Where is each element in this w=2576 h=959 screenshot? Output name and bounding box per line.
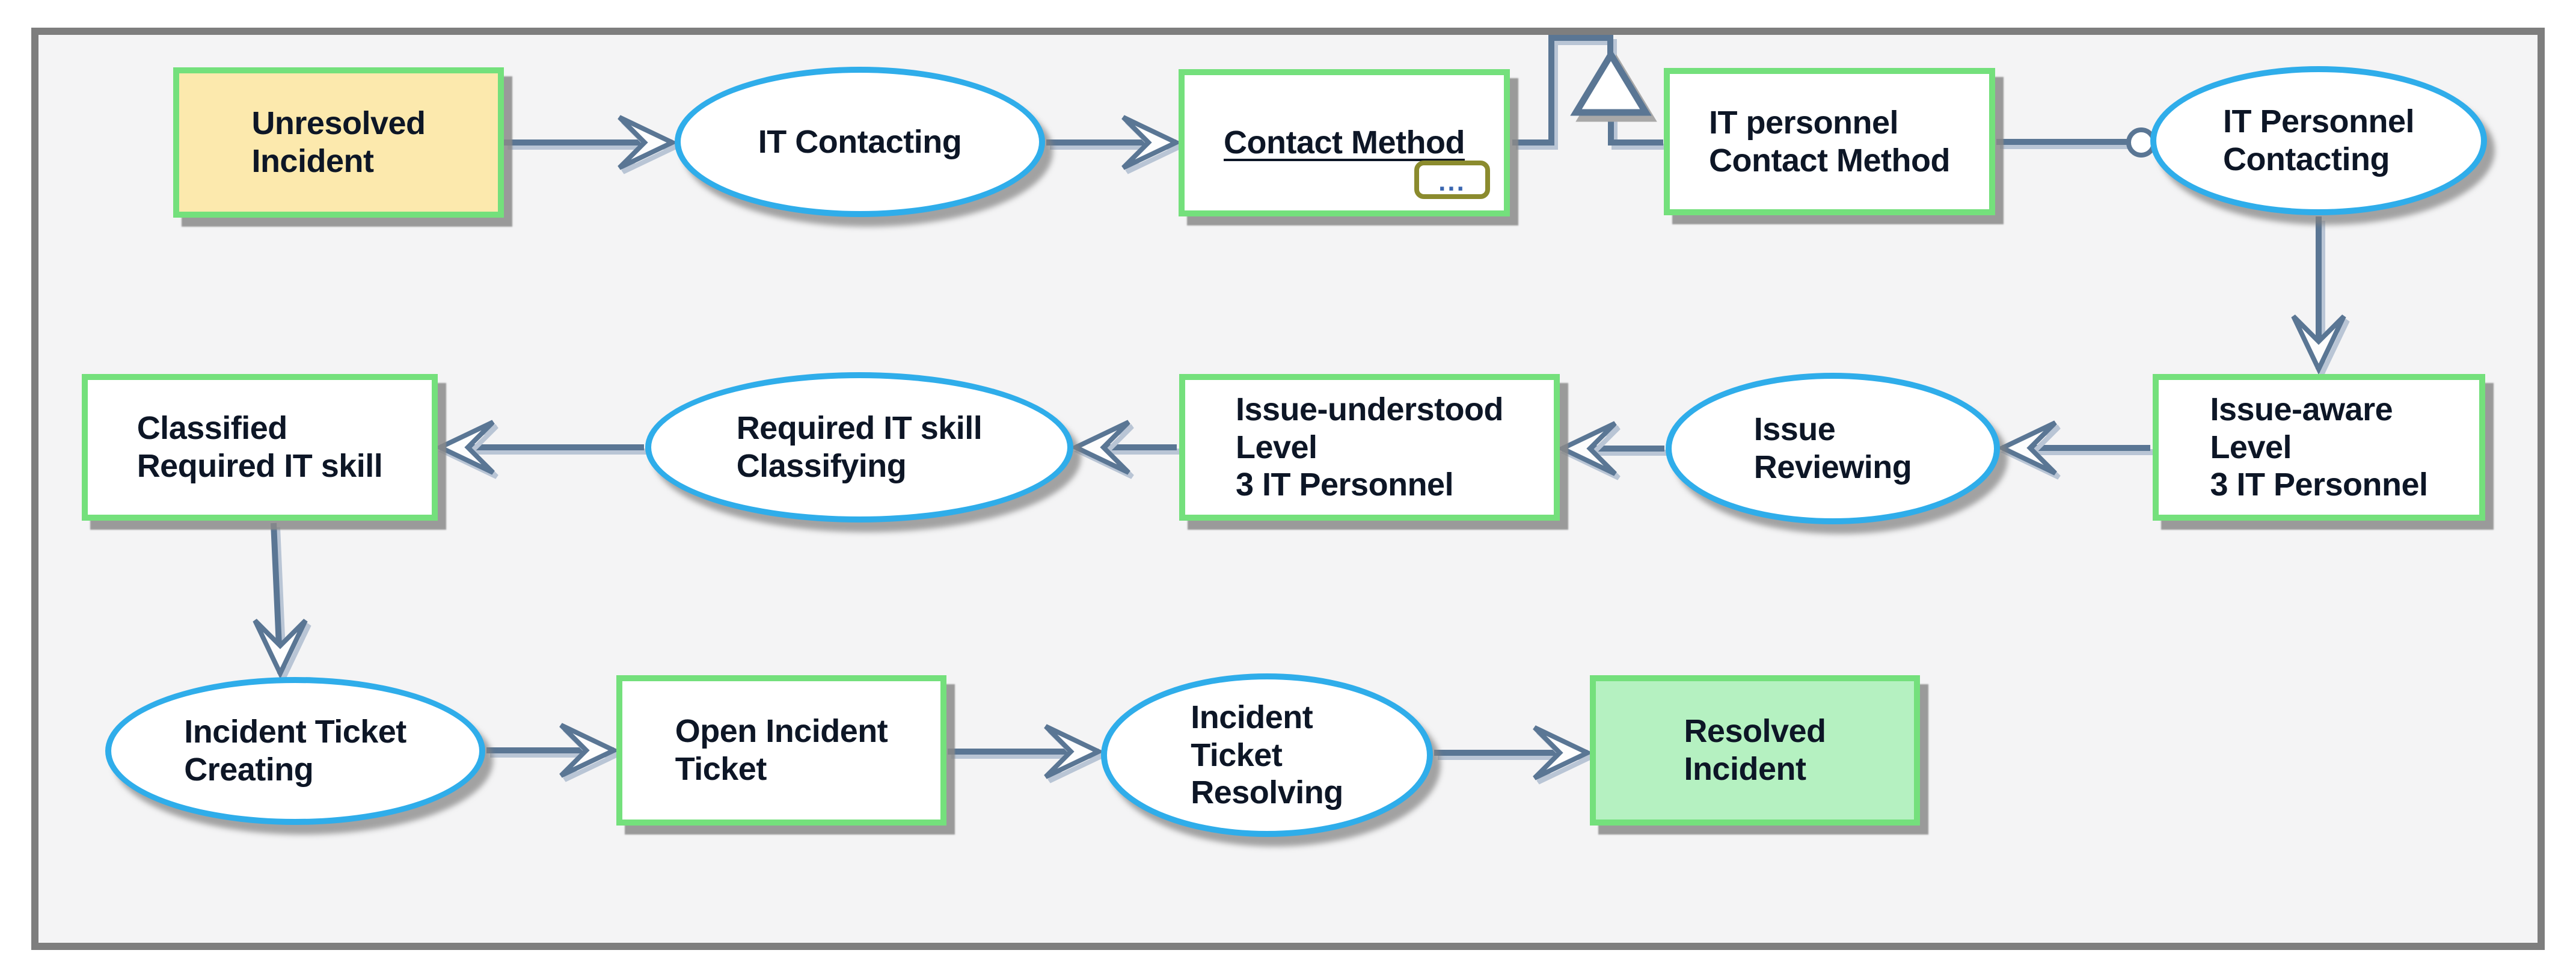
edge-triangle-to-it-personnel-contact-method bbox=[1608, 113, 1667, 150]
open-arrowhead-right-icon bbox=[559, 723, 620, 778]
edge-classifying-to-classified bbox=[434, 420, 648, 479]
open-arrowhead-right-icon bbox=[618, 115, 678, 170]
ellipsis-badge[interactable]: ... bbox=[1414, 161, 1490, 199]
open-arrowhead-down-icon bbox=[2291, 314, 2346, 375]
edge-resolving-to-resolved bbox=[1434, 725, 1597, 785]
edge-open-ticket-to-resolving bbox=[948, 724, 1108, 783]
node-it-contacting[interactable]: IT Contacting bbox=[675, 67, 1045, 217]
open-arrowhead-right-icon bbox=[1044, 724, 1105, 779]
open-arrowhead-down-icon bbox=[253, 619, 308, 679]
open-arrowhead-right-icon bbox=[1121, 115, 1182, 170]
edge-it-personnel-contacting-down bbox=[2291, 216, 2350, 379]
edge-contact-method-to-triangle bbox=[1512, 35, 1617, 150]
node-contact-method[interactable]: Contact Method... bbox=[1179, 69, 1510, 216]
edge-it-contacting-to-contact-method bbox=[1046, 115, 1186, 174]
contact-method-label: Contact Method bbox=[1224, 124, 1465, 161]
edge-creating-to-open-ticket bbox=[486, 723, 624, 782]
open-arrowhead-left-icon bbox=[1996, 420, 2057, 476]
edge-it-personnel-contact-method-to-circle bbox=[1996, 139, 2132, 149]
edge-issue-aware-to-issue-reviewing bbox=[1996, 420, 2154, 480]
open-arrowhead-left-icon bbox=[1556, 421, 1617, 476]
open-arrowhead-left-icon bbox=[434, 420, 495, 475]
open-arrowhead-left-icon bbox=[1070, 420, 1130, 475]
edge-classified-down bbox=[253, 522, 311, 684]
it-contacting-label: IT Contacting bbox=[758, 123, 962, 160]
edge-unresolved-to-it-contacting bbox=[504, 115, 682, 174]
open-arrowhead-right-icon bbox=[1533, 725, 1593, 780]
edge-issue-understood-to-classifying bbox=[1070, 420, 1180, 479]
specialization-triangle-connector[interactable] bbox=[1570, 48, 1652, 116]
edge-issue-reviewing-to-issue-understood bbox=[1556, 421, 1668, 480]
